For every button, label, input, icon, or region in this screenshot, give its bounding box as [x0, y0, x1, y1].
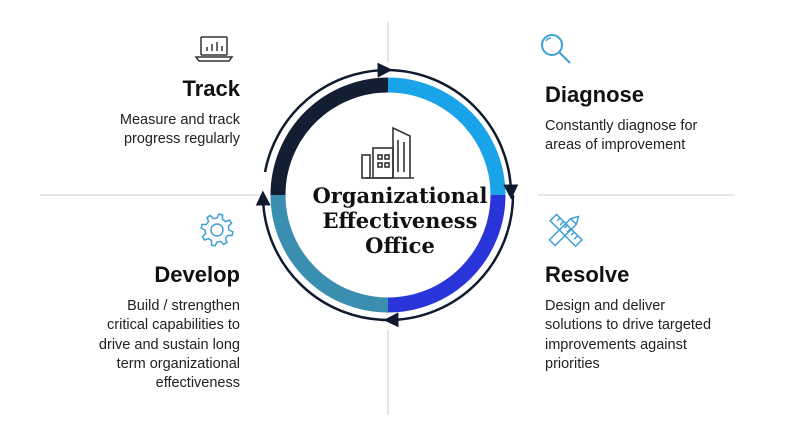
develop-description: Build / strengthen critical capabilities… — [98, 298, 240, 391]
develop-title: Develop — [154, 262, 240, 287]
center-title: Organizational Effectiveness Office — [312, 183, 488, 259]
quadrant-track: Track Measure and track progress regular… — [40, 76, 240, 150]
resolve-title: Resolve — [545, 262, 630, 287]
diagnose-title: Diagnose — [545, 82, 645, 107]
ring-segment-track — [270, 77, 389, 196]
ring-segment-resolve — [387, 194, 506, 313]
resolve-description: Design and deliver solutions to drive ta… — [545, 298, 712, 372]
gear-icon — [200, 213, 234, 247]
track-title: Track — [182, 76, 241, 101]
quadrant-develop: Develop Build / strengthen critical capa… — [40, 262, 240, 393]
magnifier-icon — [541, 34, 571, 64]
cycle-arrow-bottom — [383, 194, 515, 328]
ruler-pencil-icon — [548, 213, 584, 248]
laptop-chart-icon — [194, 36, 234, 62]
cycle-arrow-right — [387, 68, 519, 200]
cycle-arrow-top — [263, 62, 393, 173]
ring-segment-diagnose — [387, 77, 506, 196]
diagnose-description: Constantly diagnose for areas of improve… — [545, 118, 698, 154]
quadrant-diagnose: Diagnose Constantly diagnose for areas o… — [545, 82, 765, 156]
cycle-arrow-left — [255, 190, 389, 322]
office-building-icon — [361, 126, 414, 179]
track-description: Measure and track progress regularly — [119, 112, 240, 148]
ring-segment-develop — [270, 194, 389, 313]
quadrant-resolve: Resolve Design and deliver solutions to … — [545, 262, 765, 374]
